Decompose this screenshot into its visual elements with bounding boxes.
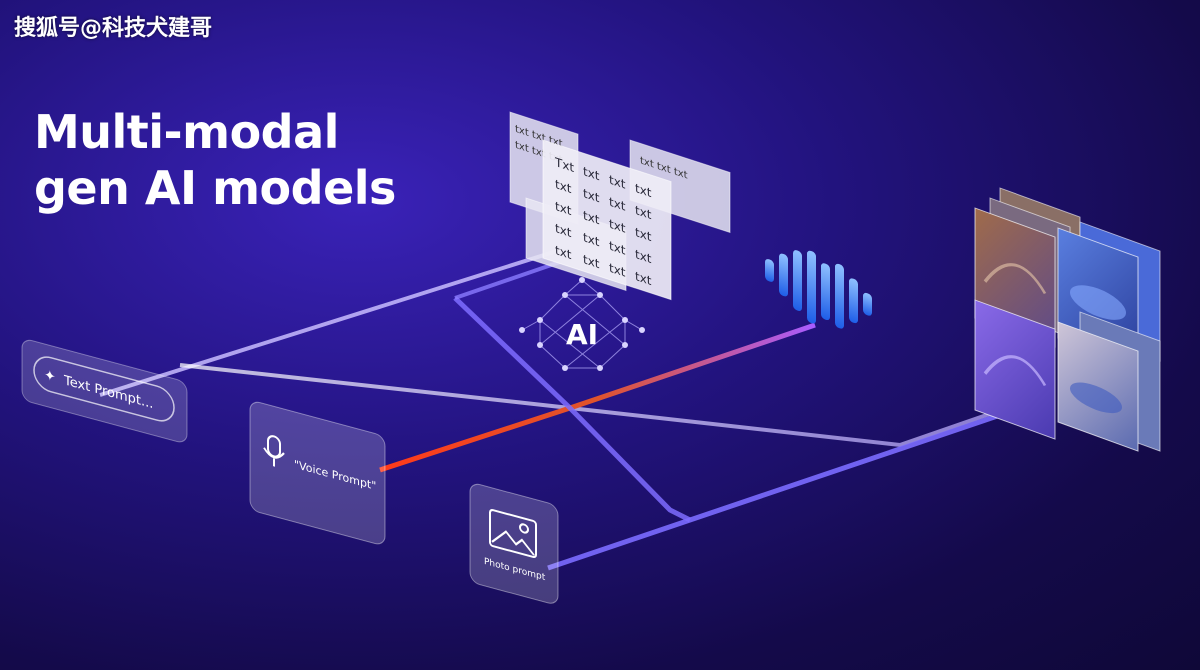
image-tile [974,299,1056,440]
trunk-top-line [454,260,561,300]
text-cell: txt [583,208,600,227]
photo-prompt-card[interactable]: Photo prompt [469,482,559,606]
waveform-bar [835,263,844,329]
text-cell: txt [583,164,600,183]
text-cell: txt [609,173,626,192]
ai-hub-label: AI [566,318,598,351]
trunk-line [453,296,692,523]
page-title: Multi-modal gen AI models [34,104,396,216]
text-cell: txt [583,252,600,271]
text-cell: txt [609,217,626,236]
image-icon [489,509,537,559]
text-card-main: Txt txt txt txt txt txt txt txt txt txt … [542,139,672,301]
text-cell: txt [635,181,652,200]
text-to-image-line [179,363,1031,448]
audio-waveform-output [765,250,872,329]
photo-prompt-line [547,402,1031,571]
text-prompt-line [99,248,561,397]
waveform-bar [821,263,830,321]
image-output-grid [974,187,1161,452]
text-cell: Txt [554,155,574,175]
text-cell: txt [555,199,572,218]
text-cell: txt [555,177,572,196]
waveform-bar [863,292,872,316]
text-output-stack: txt txt txt txt txt txt txt txt txt Txt … [509,111,731,301]
text-prompt-card[interactable]: ✦ Text Prompt... [21,338,188,444]
text-cell: txt [583,186,600,205]
connections [99,248,1031,571]
text-cell: txt [609,261,626,280]
text-cell: txt [555,243,572,262]
text-cell: txt [555,221,572,240]
text-cell: txt [635,247,652,266]
text-cell: txt [635,203,652,222]
waveform-bar [765,259,774,282]
text-cell: txt [635,225,652,244]
text-cell: txt [609,195,626,214]
watermark: 搜狐号@科技犬建哥 [14,16,213,41]
text-cell: txt [583,230,600,249]
waveform-bar [779,253,788,297]
title-line-1: Multi-modal [34,105,339,159]
microphone-icon [263,435,285,467]
voice-prompt-card[interactable]: "Voice Prompt" [249,400,386,546]
ai-network-hub: AI [519,277,645,371]
waveform-bar [849,278,858,324]
title-line-2: gen AI models [34,161,396,215]
waveform-bar [793,250,802,311]
sparkle-icon: ✦ [44,367,56,386]
text-cell: txt [609,239,626,258]
image-tile [1057,321,1139,452]
text-cell: txt [635,269,652,288]
text-card-back-2: txt txt txt [629,139,731,234]
waveform-bar [807,250,816,324]
